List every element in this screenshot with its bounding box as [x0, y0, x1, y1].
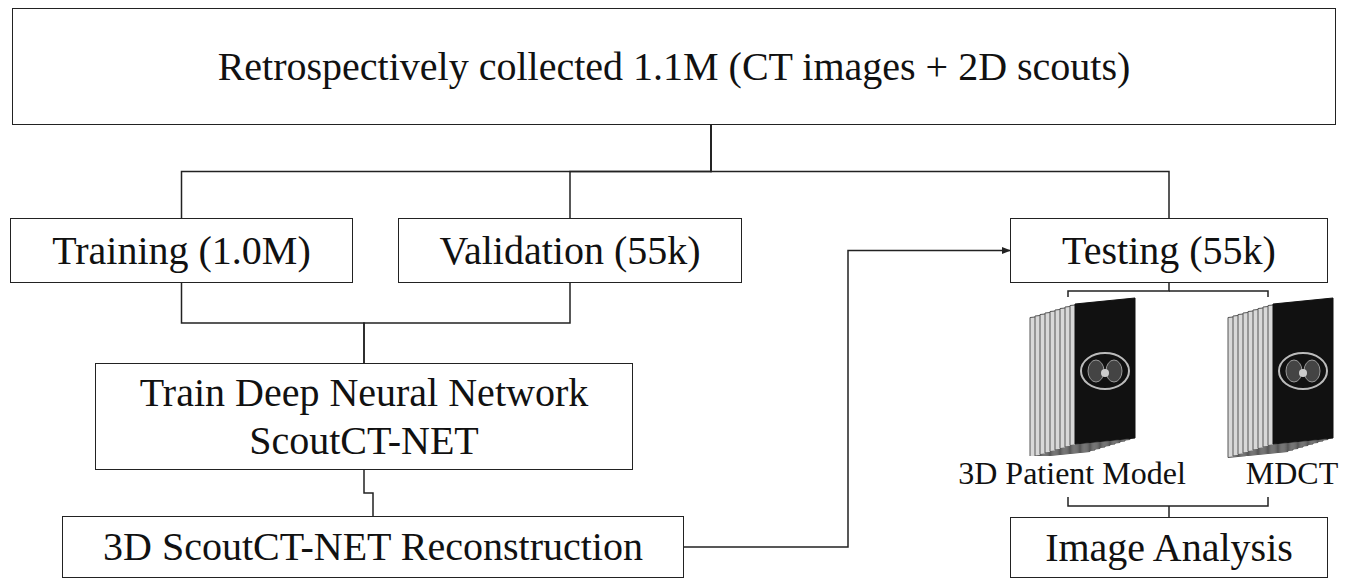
process-box: 3D ScoutCT-NET Reconstruction	[62, 516, 684, 578]
process-box: Validation (55k)	[398, 218, 742, 283]
connector	[684, 251, 1010, 548]
box-text: Train Deep Neural Network ScoutCT-NET	[110, 369, 618, 465]
process-box: Testing (55k)	[1010, 218, 1328, 283]
connector	[182, 283, 365, 363]
process-box: Train Deep Neural Network ScoutCT-NET	[95, 363, 633, 470]
connector	[182, 125, 712, 218]
ct-slice	[1273, 298, 1333, 444]
body-outline	[1081, 353, 1129, 389]
ct-stack	[1228, 298, 1333, 458]
box-text: Image Analysis	[1045, 524, 1293, 572]
process-box: Image Analysis	[1010, 517, 1328, 578]
connector	[570, 125, 711, 218]
body-outline	[1279, 353, 1327, 389]
box-text: 3D ScoutCT-NET Reconstruction	[103, 523, 643, 571]
ct-slice	[1075, 298, 1135, 444]
image-caption: 3D Patient Model	[958, 456, 1186, 491]
heart	[1299, 369, 1307, 377]
image-caption: MDCT	[1246, 456, 1338, 491]
connector	[364, 470, 373, 516]
process-box: Retrospectively collected 1.1M (CT image…	[12, 8, 1336, 125]
ct-stack	[1030, 298, 1135, 458]
box-text: Training (1.0M)	[52, 227, 311, 275]
box-text: Testing (55k)	[1062, 227, 1276, 275]
connector	[711, 125, 1169, 218]
box-text: Retrospectively collected 1.1M (CT image…	[218, 43, 1131, 91]
connector	[364, 283, 570, 363]
heart	[1101, 369, 1109, 377]
process-box: Training (1.0M)	[10, 218, 353, 283]
box-text: Validation (55k)	[439, 227, 700, 275]
